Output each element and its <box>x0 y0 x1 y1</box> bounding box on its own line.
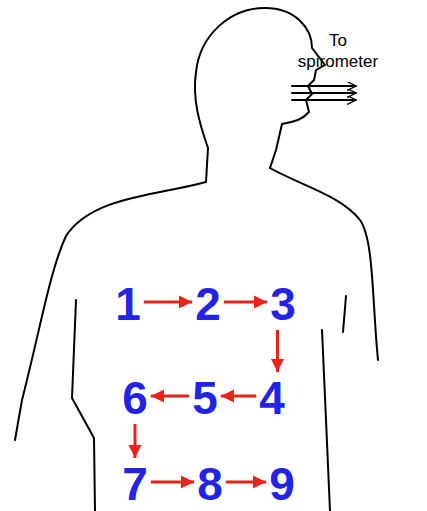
airflow-arrow <box>292 92 356 94</box>
step-number: 5 <box>192 375 218 421</box>
step-number-text: 6 <box>122 375 148 421</box>
step-number-text: 7 <box>122 461 148 507</box>
step-number-text: 8 <box>197 461 223 507</box>
step-number: 4 <box>259 375 285 421</box>
step-number: 9 <box>269 461 295 507</box>
right-torso <box>322 330 330 511</box>
step-number: 2 <box>195 281 221 327</box>
step-number: 7 <box>122 461 148 507</box>
airflow-arrow <box>292 85 356 87</box>
step-number: 8 <box>197 461 223 507</box>
step-number: 1 <box>115 281 141 327</box>
step-number: 6 <box>122 375 148 421</box>
left-shoulder <box>15 148 208 440</box>
flow-arrow <box>144 301 192 304</box>
flow-arrow <box>151 481 194 484</box>
flow-arrow <box>151 395 189 398</box>
step-number-text: 1 <box>115 281 141 327</box>
airflow-arrow <box>292 99 356 101</box>
left-torso <box>72 300 95 511</box>
destination-label: To spirometer <box>298 30 378 73</box>
step-number-text: 4 <box>259 375 285 421</box>
step-number-text: 3 <box>270 281 296 327</box>
flow-arrow <box>276 330 279 372</box>
step-number-text: 5 <box>192 375 218 421</box>
step-number-text: 9 <box>269 461 295 507</box>
flow-arrow <box>221 395 256 398</box>
flow-arrow <box>224 301 267 304</box>
step-number: 3 <box>270 281 296 327</box>
right-arm-line <box>343 296 346 332</box>
right-shoulder <box>270 168 378 360</box>
step-number-text: 2 <box>195 281 221 327</box>
head-outline <box>195 8 325 168</box>
flow-arrow <box>226 481 266 484</box>
flow-arrow <box>134 424 137 458</box>
